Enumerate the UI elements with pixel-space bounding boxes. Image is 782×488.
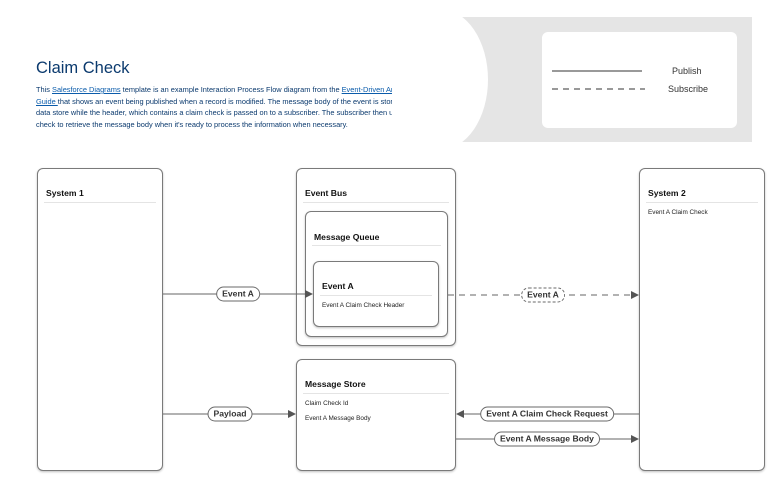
event-a-publish-label: Event A bbox=[216, 286, 260, 302]
legend-publish-label: Publish bbox=[672, 66, 702, 76]
system-1-box[interactable]: System 1 bbox=[37, 168, 163, 471]
event-a-subscribe-label: Event A bbox=[521, 287, 565, 303]
claim-check-request-label: Event A Claim Check Request bbox=[480, 406, 614, 422]
description-text-start: This bbox=[36, 85, 53, 94]
divider bbox=[303, 393, 449, 394]
page-title: Claim Check bbox=[36, 59, 130, 77]
message-queue-title: Message Queue bbox=[314, 232, 380, 242]
payload-label: Payload bbox=[207, 406, 253, 422]
divider bbox=[303, 202, 449, 203]
divider bbox=[312, 245, 441, 246]
divider bbox=[646, 202, 758, 203]
event-a-header-text: Event A Claim Check Header bbox=[322, 302, 405, 309]
description-text-middle: template is an example Interaction Proce… bbox=[120, 85, 342, 94]
legend-card bbox=[542, 32, 737, 128]
salesforce-diagrams-link[interactable]: Salesforce Diagrams bbox=[52, 85, 121, 94]
legend-background-curve bbox=[392, 9, 488, 150]
message-store-line-1: Claim Check Id bbox=[305, 400, 349, 407]
system-2-title: System 2 bbox=[648, 188, 686, 198]
system-2-box[interactable]: System 2 Event A Claim Check bbox=[639, 168, 765, 471]
message-store-line-2: Event A Message Body bbox=[305, 415, 371, 422]
event-bus-title: Event Bus bbox=[305, 188, 348, 198]
legend-subscribe-label: Subscribe bbox=[668, 84, 709, 94]
description-text-end: that shows an event being published when… bbox=[36, 96, 446, 129]
message-store-box[interactable]: Message Store Claim Check Id Event A Mes… bbox=[296, 359, 456, 471]
message-body-label: Event A Message Body bbox=[494, 431, 600, 447]
message-store-title: Message Store bbox=[305, 379, 366, 389]
divider bbox=[44, 202, 156, 203]
event-a-box[interactable]: Event A Event A Claim Check Header bbox=[313, 261, 439, 327]
system-1-title: System 1 bbox=[46, 188, 84, 198]
event-a-title: Event A bbox=[322, 281, 354, 291]
system-2-text: Event A Claim Check bbox=[648, 209, 708, 216]
divider bbox=[320, 295, 432, 296]
